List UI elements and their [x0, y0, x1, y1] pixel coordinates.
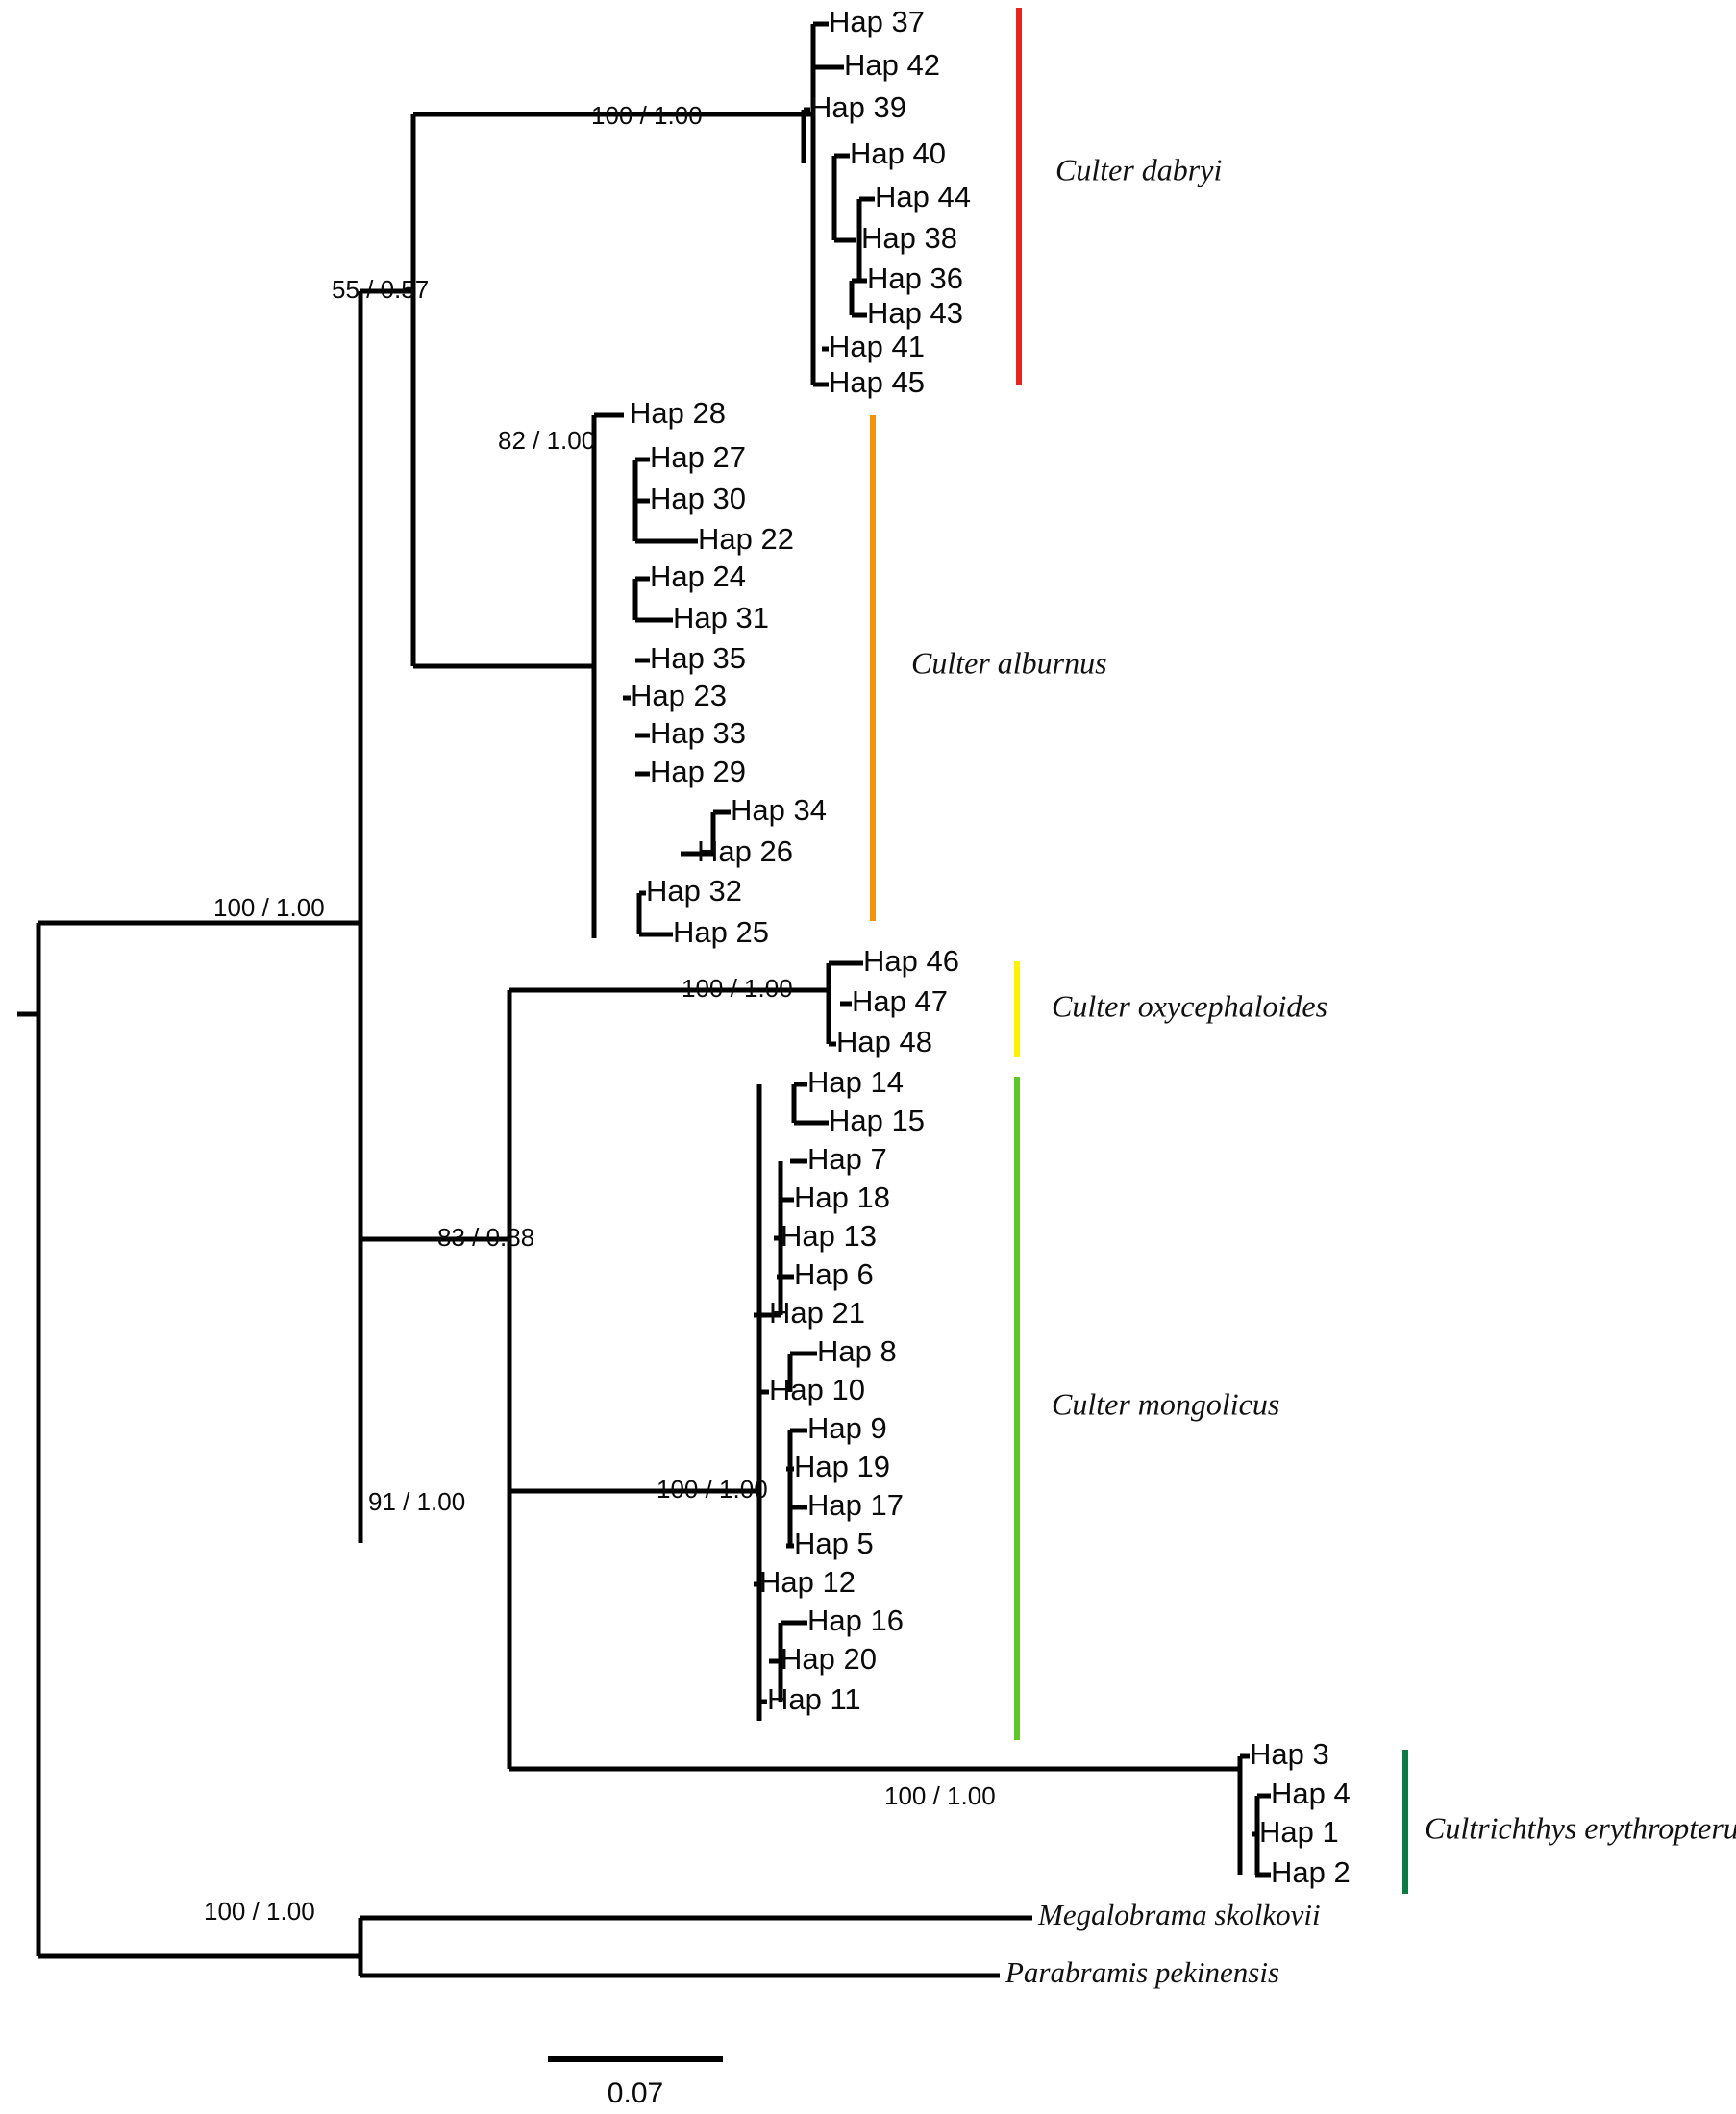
tree-branch [358, 288, 413, 923]
clade-bars [870, 8, 1408, 1894]
tip-label-hap24: Hap 24 [650, 560, 746, 593]
tree-branch [810, 346, 829, 387]
tip-label-hap29: Hap 29 [650, 755, 746, 788]
support-label-s-oxyceph: 100 / 1.00 [682, 974, 793, 1003]
tip-label-hap14: Hap 14 [807, 1065, 904, 1099]
tip-label-hap32: Hap 32 [646, 874, 742, 908]
sp-dabryi: Culter dabryi [1055, 152, 1222, 187]
tip-label-hap16: Hap 16 [807, 1604, 904, 1637]
support-label-s-cultrichthys: 100 / 1.00 [884, 1781, 996, 1810]
tip-label-hap39: Hap 39 [810, 90, 906, 124]
tip-label-hap25: Hap 25 [673, 915, 769, 949]
tree-branch [754, 1430, 793, 1587]
tip-label-hap23: Hap 23 [631, 679, 727, 712]
tip-label-hap20: Hap 20 [781, 1642, 877, 1676]
support-label-s-mongolicus: 100 / 1.00 [657, 1475, 768, 1504]
tree-branch [591, 412, 615, 666]
tip-label-hap38: Hap 38 [861, 221, 957, 255]
tree-branches [17, 21, 1271, 1978]
tip-label-hap2: Hap 2 [1271, 1855, 1351, 1889]
tip-label-hap45: Hap 45 [829, 365, 925, 399]
tree-branch [1237, 1756, 1260, 1878]
tip-label-hap4: Hap 4 [1271, 1777, 1351, 1810]
tip-label-hap44: Hap 44 [875, 180, 971, 213]
tip-label-hap41: Hap 41 [829, 330, 925, 363]
tip-label-hap30: Hap 30 [650, 482, 746, 515]
support-label-s-clade-83: 83 / 0.88 [437, 1223, 534, 1252]
tip-label-hap7: Hap 7 [807, 1142, 887, 1176]
tip-label-hap19: Hap 19 [794, 1450, 890, 1483]
support-label-s-ingroup-top: 55 / 0.57 [332, 275, 429, 304]
support-label-s-clade-91: 91 / 1.00 [368, 1487, 465, 1516]
tip-label-hap9: Hap 9 [807, 1411, 887, 1445]
tip-label-parabramis: Parabramis pekinensis [1004, 1955, 1279, 1989]
tree-branch [623, 658, 650, 777]
tip-label-hap35: Hap 35 [650, 641, 746, 675]
tip-label-hap40: Hap 40 [850, 137, 946, 170]
tip-labels: Hap 37 Hap 42 Hap 39 Hap 40 Hap 44 Hap 38 Hap … [630, 5, 1351, 1989]
tree-branch [507, 1491, 1240, 1772]
tree-branch [507, 987, 829, 1543]
tip-label-hap31: Hap 31 [673, 601, 769, 634]
tip-label-hap11: Hap 11 [767, 1682, 861, 1716]
support-value-labels: 100 / 1.00 55 / 0.57 82 / 1.00 100 / 1.00 10… [204, 101, 996, 1926]
tree-branch [801, 107, 810, 163]
tip-label-hap18: Hap 18 [794, 1181, 890, 1214]
sp-alburnus: Culter alburnus [911, 645, 1107, 680]
tip-label-hap28: Hap 28 [630, 396, 726, 430]
scale-bar-label: 0.07 [608, 2077, 663, 2109]
tip-label-hap21: Hap 21 [769, 1296, 865, 1330]
tip-label-hap47: Hap 47 [852, 984, 948, 1018]
tip-label-hap8: Hap 8 [817, 1334, 897, 1368]
tree-branch [358, 1236, 509, 1543]
tip-label-hap6: Hap 6 [794, 1257, 874, 1291]
tip-label-hap3: Hap 3 [1250, 1737, 1329, 1771]
sp-mongolicus: Culter mongolicus [1052, 1386, 1279, 1421]
tip-label-hap42: Hap 42 [844, 48, 940, 82]
support-label-s-alburnus: 82 / 1.00 [498, 426, 595, 455]
tip-label-hap26: Hap 26 [697, 834, 793, 868]
scale-bar-group: 0.07 [548, 2056, 723, 2109]
support-label-s-root: 100 / 1.00 [213, 893, 325, 922]
tip-label-hap34: Hap 34 [731, 793, 827, 827]
tip-label-hap5: Hap 5 [794, 1527, 874, 1560]
sp-cultrichthys: Cultrichthys erythropterus [1425, 1810, 1736, 1845]
tree-branch [36, 920, 360, 1959]
tip-label-hap27: Hap 27 [650, 440, 746, 474]
support-label-s-outgroup: 100 / 1.00 [204, 1897, 315, 1926]
tip-label-hap12: Hap 12 [759, 1565, 856, 1599]
tip-label-hap36: Hap 36 [867, 261, 963, 295]
tree-branch [410, 112, 813, 669]
tip-label-megalobrama: Megalobrama skolkovii [1037, 1898, 1321, 1931]
sp-oxycephaloides: Culter oxycephaloides [1052, 988, 1327, 1023]
tip-label-hap1: Hap 1 [1259, 1815, 1339, 1849]
tip-label-hap13: Hap 13 [781, 1219, 877, 1253]
support-label-s-dabryi: 100 / 1.00 [591, 101, 703, 130]
tip-label-hap17: Hap 17 [807, 1488, 904, 1522]
tree-branch [831, 153, 850, 240]
tip-label-hap37: Hap 37 [829, 5, 925, 38]
tip-label-hap15: Hap 15 [829, 1104, 925, 1137]
tip-label-hap46: Hap 46 [863, 944, 959, 978]
tree-branch [358, 1915, 1029, 1978]
tree-branch [791, 1084, 813, 1126]
tip-label-hap10: Hap 10 [769, 1373, 865, 1406]
tip-label-hap48: Hap 48 [836, 1025, 932, 1058]
tip-label-hap22: Hap 22 [698, 522, 794, 556]
tip-label-hap33: Hap 33 [650, 716, 746, 750]
tip-label-hap43: Hap 43 [867, 296, 963, 330]
tree-branch [849, 278, 867, 318]
